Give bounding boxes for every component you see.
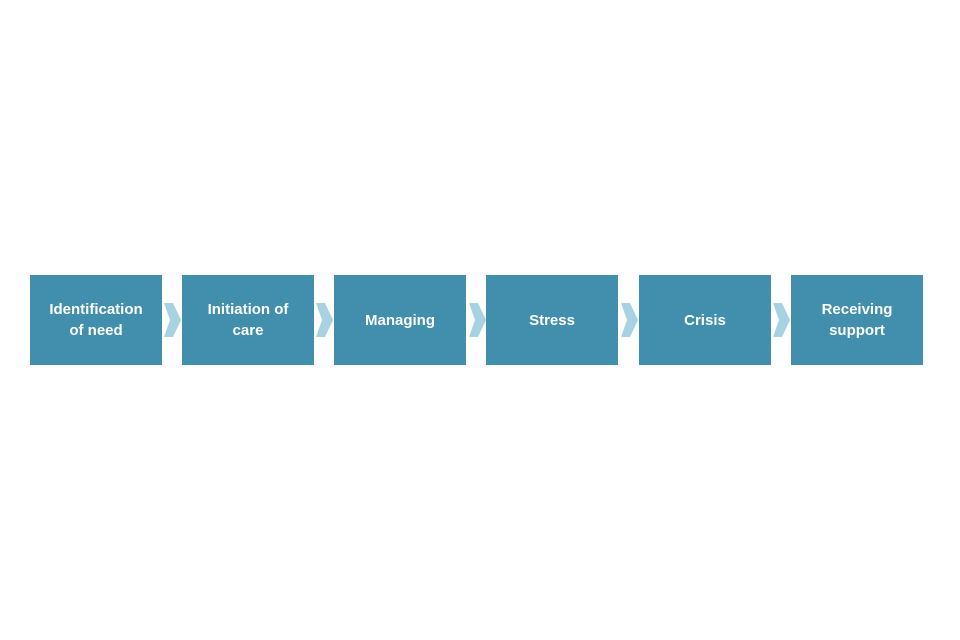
step-initiation-of-care: Initiation of care bbox=[182, 275, 314, 365]
arrow-right-icon bbox=[164, 303, 181, 337]
step-label: Identification of need bbox=[49, 301, 143, 339]
step-label: Initiation of care bbox=[207, 301, 289, 339]
step-label: Managing bbox=[365, 311, 435, 329]
step-label: Receiving support bbox=[821, 301, 893, 339]
arrow-right-icon bbox=[773, 303, 790, 337]
step-identification-of-need: Identification of need bbox=[30, 275, 162, 365]
step-receiving-support: Receiving support bbox=[791, 275, 923, 365]
arrow-right-icon bbox=[621, 303, 638, 337]
arrow-right-icon bbox=[469, 303, 486, 337]
step-label: Stress bbox=[529, 311, 575, 329]
arrow-right-icon bbox=[316, 303, 333, 337]
step-label: Crisis bbox=[684, 311, 726, 329]
step-managing: Managing bbox=[334, 275, 466, 365]
step-stress: Stress bbox=[486, 275, 618, 365]
step-crisis: Crisis bbox=[639, 275, 771, 365]
